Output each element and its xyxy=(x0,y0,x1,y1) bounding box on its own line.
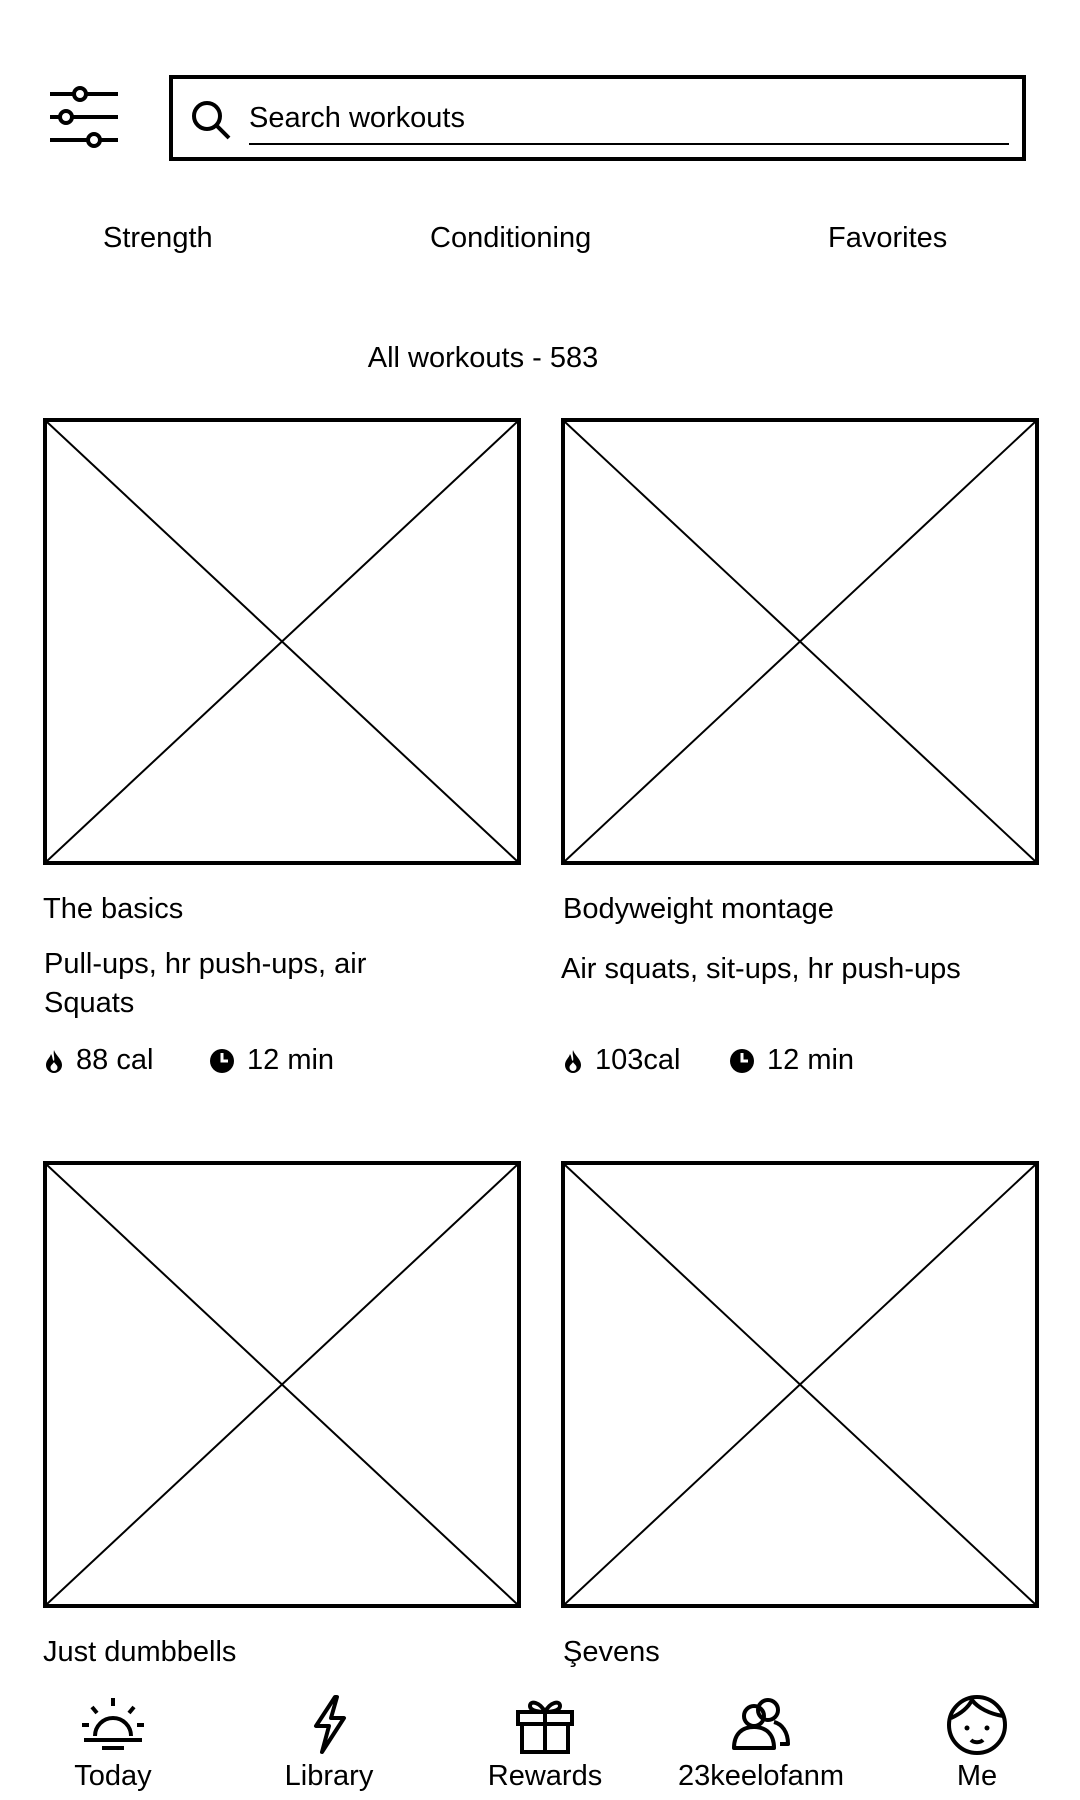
gift-icon xyxy=(516,1700,574,1754)
duration-info: 12 min xyxy=(729,1044,854,1077)
nav-label: Today xyxy=(74,1760,152,1792)
lightning-icon xyxy=(314,1695,346,1754)
clock-icon xyxy=(210,1048,234,1073)
flame-icon xyxy=(46,1049,62,1073)
nav-label: 23keelofanm xyxy=(677,1760,845,1792)
calories-info: 88 cal xyxy=(44,1044,153,1077)
search-icon xyxy=(192,101,231,140)
duration-value: 12 min xyxy=(247,1044,335,1076)
tab-conditioning[interactable]: Conditioning xyxy=(430,222,592,254)
flame-icon xyxy=(565,1049,581,1073)
filter-button[interactable] xyxy=(48,86,120,148)
workout-title: The basics xyxy=(43,893,184,925)
workout-description: Pull-ups, hr push-ups, air Squats xyxy=(44,948,367,1019)
workout-image-placeholder xyxy=(561,1161,1039,1608)
workout-image-placeholder xyxy=(43,1161,521,1608)
duration-info: 12 min xyxy=(209,1044,334,1077)
workout-description: Air squats, sit-ups, hr push-ups xyxy=(561,953,961,985)
workout-title: Bodyweight montage xyxy=(563,893,834,925)
nav-label: Library xyxy=(284,1760,374,1792)
calories-info: 103cal xyxy=(563,1044,680,1077)
search-input[interactable] xyxy=(249,93,1009,145)
face-icon xyxy=(947,1695,1007,1755)
calories-value: 103cal xyxy=(595,1044,681,1076)
users-icon xyxy=(732,1698,790,1750)
nav-label: Me xyxy=(956,1760,998,1792)
duration-value: 12 min xyxy=(767,1044,855,1076)
nav-community[interactable]: 23keelofanm xyxy=(653,1694,869,1800)
clock-icon xyxy=(730,1048,754,1073)
tab-favorites[interactable]: Favorites xyxy=(828,222,948,254)
workout-title: Just dumbbells xyxy=(43,1636,237,1668)
calories-value: 88 cal xyxy=(76,1044,154,1076)
nav-label: Rewards xyxy=(487,1760,603,1792)
workout-image-placeholder xyxy=(561,418,1039,865)
search-bar[interactable] xyxy=(169,75,1026,161)
nav-library[interactable]: Library xyxy=(221,1694,437,1800)
tab-strength[interactable]: Strength xyxy=(103,222,213,254)
workout-count: All workouts - 583 xyxy=(367,342,599,374)
sliders-icon xyxy=(50,86,118,148)
workout-title: Şevens xyxy=(563,1636,660,1668)
sun-icon xyxy=(82,1698,144,1750)
nav-me[interactable]: Me xyxy=(869,1694,1080,1800)
nav-rewards[interactable]: Rewards xyxy=(437,1694,653,1800)
workout-image-placeholder xyxy=(43,418,521,865)
nav-today[interactable]: Today xyxy=(5,1694,221,1800)
